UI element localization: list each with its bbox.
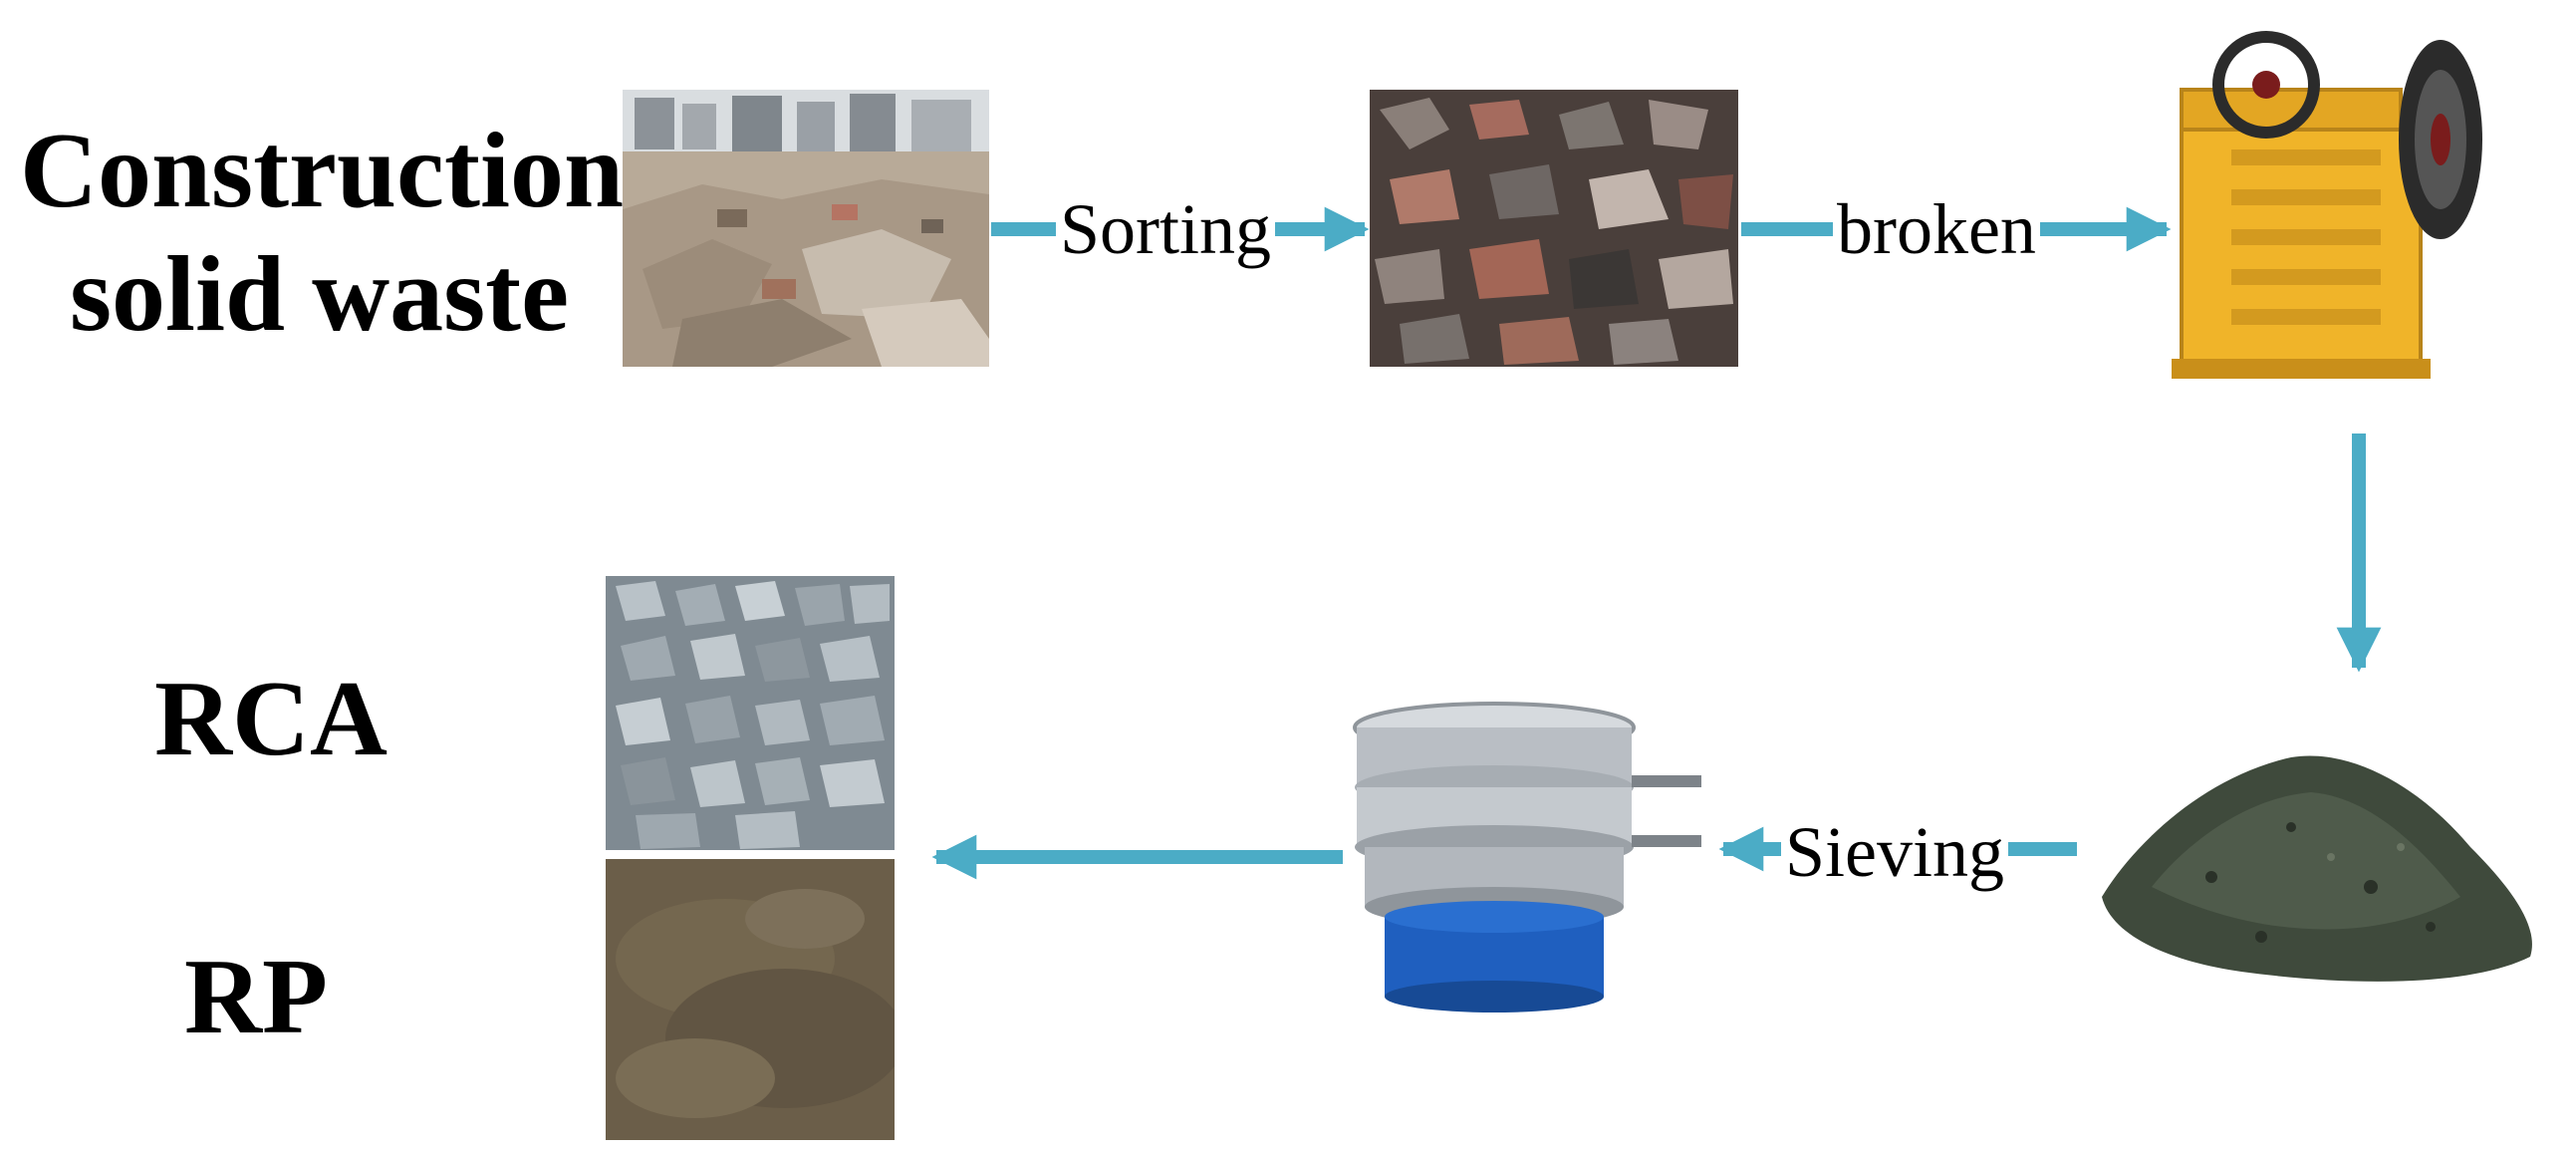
crushed-aggregate-pile-image bbox=[2102, 755, 2532, 982]
source-label-line2: solid waste bbox=[70, 235, 570, 354]
rca-label: RCA bbox=[154, 660, 387, 778]
sorted-rubble-image bbox=[1370, 90, 1738, 367]
step-label-sieving: Sieving bbox=[1781, 812, 2009, 892]
vibrating-sieve-image bbox=[1353, 702, 1701, 1012]
step-label-sorting: Sorting bbox=[1056, 189, 1276, 269]
recycled-powder-image bbox=[606, 859, 895, 1140]
step-label-broken: broken bbox=[1833, 189, 2040, 269]
demolition-site-image bbox=[623, 90, 989, 367]
rp-label: RP bbox=[184, 938, 328, 1056]
source-label-line1: Construction bbox=[20, 112, 625, 230]
jaw-crusher-image bbox=[2172, 31, 2482, 379]
recycled-coarse-aggregate-image bbox=[606, 576, 895, 850]
